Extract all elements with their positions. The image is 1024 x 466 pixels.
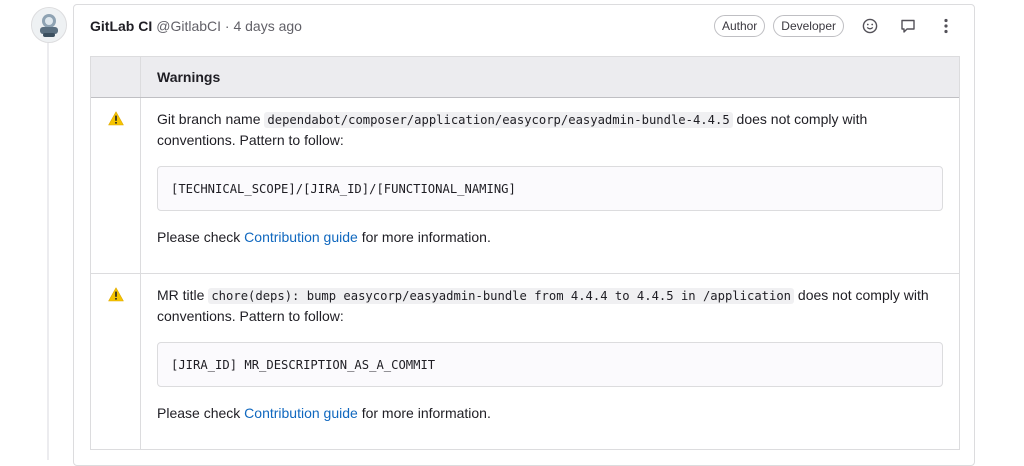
message-prefix: MR title (157, 287, 205, 303)
warnings-heading: Warnings (157, 69, 221, 85)
role-badge: Developer (773, 15, 844, 37)
footer-suffix: for more information. (361, 405, 491, 421)
row-icon-cell (91, 98, 141, 273)
row-content: MR title chore(deps): bump easycorp/easy… (141, 274, 959, 449)
contribution-guide-link[interactable]: Contribution guide (244, 405, 358, 421)
avatar[interactable] (31, 7, 67, 43)
row-icon-cell (91, 274, 141, 449)
warning-icon (108, 111, 124, 131)
footer-suffix: for more information. (361, 229, 491, 245)
contribution-guide-link[interactable]: Contribution guide (244, 229, 358, 245)
author-badge: Author (713, 15, 766, 37)
author-name[interactable]: GitLab CI (90, 18, 153, 34)
warnings-table: Warnings Git branch name dependabot/comp… (90, 56, 960, 450)
pattern-block: [JIRA_ID] MR_DESCRIPTION_AS_A_COMMIT (157, 342, 943, 387)
table-row: Git branch name dependabot/composer/appl… (91, 98, 959, 274)
timeline-line (47, 40, 49, 460)
smiley-icon[interactable] (858, 14, 882, 38)
mr-title-code: chore(deps): bump easycorp/easyadmin-bun… (208, 288, 795, 304)
note-actions: Author Developer (713, 14, 958, 38)
row-content: Git branch name dependabot/composer/appl… (141, 98, 959, 273)
message-suffix: does not comply with conventions. Patter… (157, 287, 929, 324)
footer-prefix: Please check (157, 405, 241, 421)
table-header: Warnings (91, 56, 959, 98)
warning-message: MR title chore(deps): bump easycorp/easy… (157, 285, 943, 326)
header-icon-cell (91, 57, 141, 97)
more-vertical-icon[interactable] (934, 14, 958, 38)
comment-icon[interactable] (896, 14, 920, 38)
warning-icon (108, 287, 124, 307)
footer-message: Please check Contribution guide for more… (157, 403, 943, 423)
branch-name-code: dependabot/composer/application/easycorp… (264, 112, 733, 128)
gitlab-ci-bot-icon (32, 8, 66, 42)
message-suffix: does not comply with conventions. Patter… (157, 111, 868, 148)
pattern-block: [TECHNICAL_SCOPE]/[JIRA_ID]/[FUNCTIONAL_… (157, 166, 943, 211)
note-card: GitLab CI @GitlabCI · 4 days ago Author … (73, 4, 975, 466)
author-meta[interactable]: @GitlabCI · 4 days ago (156, 18, 302, 34)
footer-message: Please check Contribution guide for more… (157, 227, 943, 247)
warning-message: Git branch name dependabot/composer/appl… (157, 109, 943, 150)
note-header: GitLab CI @GitlabCI · 4 days ago Author … (90, 15, 958, 37)
footer-prefix: Please check (157, 229, 241, 245)
message-prefix: Git branch name (157, 111, 261, 127)
table-row: MR title chore(deps): bump easycorp/easy… (91, 274, 959, 450)
